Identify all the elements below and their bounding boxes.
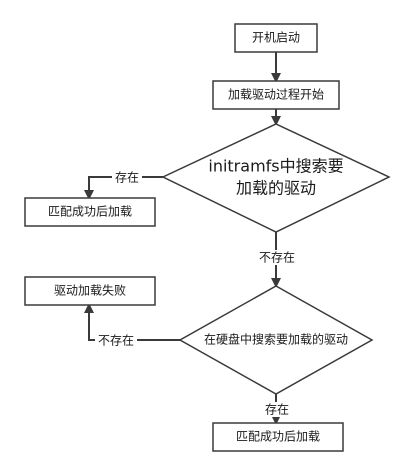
node-match-load-2-label: 匹配成功后加载 — [236, 430, 320, 444]
node-match-load-1-label: 匹配成功后加载 — [48, 205, 132, 219]
node-decision-disk-label: 在硬盘中搜索要加载的驱动 — [204, 332, 348, 347]
edge-label-not-exists-2: 不存在 — [98, 334, 134, 348]
node-boot: 开机启动 — [234, 23, 318, 53]
edge-decision-2-to-load-fail — [84, 303, 180, 341]
node-load-fail: 驱动加载失败 — [24, 276, 156, 306]
edge-label-not-exists-1: 不存在 — [259, 251, 295, 265]
node-decision-initramfs-label-line1: initramfs中搜索要 — [208, 157, 343, 176]
edge-label-exists-2: 存在 — [265, 403, 289, 417]
node-boot-label: 开机启动 — [252, 31, 300, 45]
edge-labels: 存在 不存在 不存在 存在 — [95, 170, 298, 417]
node-decision-initramfs-label-line2: 加载的驱动 — [236, 179, 316, 198]
node-load-fail-label: 驱动加载失败 — [54, 283, 126, 298]
node-decision-disk: 在硬盘中搜索要加载的驱动 — [178, 285, 374, 395]
node-load-start-label: 加载驱动过程开始 — [228, 87, 324, 102]
edge-label-exists-1: 存在 — [115, 171, 139, 185]
node-match-load-1: 匹配成功后加载 — [24, 197, 156, 227]
node-decision-initramfs: initramfs中搜索要 加载的驱动 — [161, 123, 391, 233]
node-match-load-2: 匹配成功后加载 — [212, 422, 344, 452]
nodes: 开机启动 加载驱动过程开始 initramfs中搜索要 加载的驱动 匹配成功后加… — [24, 23, 391, 452]
node-load-start: 加载驱动过程开始 — [212, 80, 340, 110]
